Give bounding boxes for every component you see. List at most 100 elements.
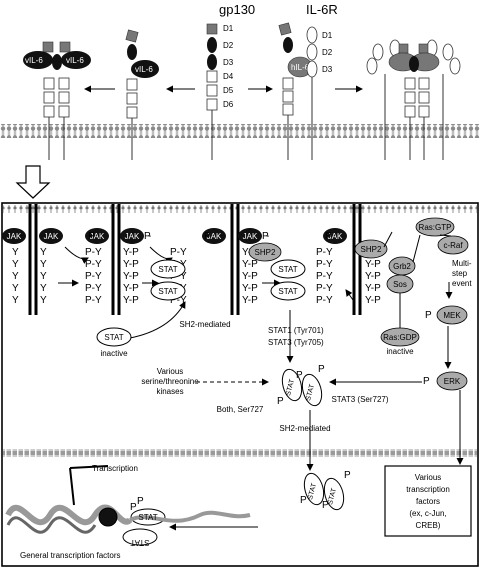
tyrosine-Y-P: Y-P — [242, 295, 258, 306]
dna-nucleosome — [5, 465, 251, 534]
dimer-phospho-p: P — [277, 396, 284, 407]
vil6-label-1: vIL-6 — [135, 65, 153, 74]
gp130-domain-d6: D6 — [223, 100, 234, 109]
jak-oval — [39, 228, 63, 244]
panel-arrows — [58, 246, 464, 531]
stat-label: STAT — [138, 513, 157, 522]
tyrosine-P-Y: P-Y — [85, 259, 102, 270]
tyrosine-Y: Y — [40, 247, 47, 258]
grb2-label: Grb2 — [393, 262, 411, 271]
sh2-mediated-label-2: SH2-mediated — [279, 424, 330, 433]
stat-label: STAT — [278, 287, 297, 296]
tyrosine-Y-P: Y-P — [365, 283, 381, 294]
multistep-label: event — [452, 279, 472, 288]
tyrosine-P-Y: P-Y — [85, 295, 102, 306]
tyrosine-P-Y: P-Y — [170, 247, 187, 258]
gp130-domain-d4: D4 — [223, 72, 234, 81]
tyrosine-Y-P: Y-P — [242, 283, 258, 294]
tyrosine-P-Y: P-Y — [316, 271, 333, 282]
multistep-label: Multi- — [452, 259, 472, 268]
stat-label: STAT — [307, 482, 318, 501]
il6-hexamer-complex — [366, 39, 461, 160]
shp2-label: SHP2 — [255, 248, 276, 257]
kinases-label: kinases — [156, 387, 183, 396]
jak-p-dash: - — [329, 231, 332, 242]
ras-inactive-label: inactive — [386, 347, 414, 356]
tyrosine-Y-P: Y-P — [242, 271, 258, 282]
tyrosine-Y-P: Y-P — [123, 271, 139, 282]
dimer-phospho-p: P — [322, 500, 329, 511]
stat-label: STAT — [158, 287, 177, 296]
jak-label: JAK — [207, 232, 222, 241]
mek-label: MEK — [443, 311, 461, 320]
tf-box-label: CREB) — [416, 521, 441, 530]
gp130-domain-d1: D1 — [223, 24, 234, 33]
tyrosine-P-Y: P-Y — [316, 259, 333, 270]
gp130-domain-d2: D2 — [223, 41, 234, 50]
il6r-domain-d1: D1 — [322, 31, 333, 40]
inner-membrane — [3, 205, 477, 213]
stat3-ser727-label: STAT3 (Ser727) — [331, 395, 388, 404]
jak-label: JAK — [7, 232, 22, 241]
mek-phospho-p: P — [425, 310, 432, 321]
erk-phospho-p: P — [423, 376, 430, 387]
receptor-chains — [28, 204, 362, 315]
jak-p-dash: - — [266, 231, 269, 242]
stat-label: STAT — [305, 383, 316, 402]
tyrosine-Y-P: Y-P — [123, 295, 139, 306]
jak-oval — [238, 228, 262, 244]
tyrosine-P-Y: P-Y — [316, 295, 333, 306]
il6r-domain-d3: D3 — [322, 65, 333, 74]
hil6-label: hIL-6 — [291, 63, 310, 72]
jak-label: JAK — [243, 232, 258, 241]
stat-label: STAT — [158, 265, 177, 274]
stat-label: STAT — [130, 538, 149, 547]
jak-label: JAK — [328, 232, 343, 241]
tyrosine-Y: Y — [40, 271, 47, 282]
jak-p-dash: - — [92, 231, 95, 242]
tyrosine-Y-P: Y-P — [123, 247, 139, 258]
transcription-factors-box — [384, 465, 472, 537]
both-ser727-label: Both, Ser727 — [217, 405, 264, 414]
tyrosine-Y-P: Y-P — [123, 259, 139, 270]
jak-p-dash: - — [208, 231, 211, 242]
jak-label: JAK — [44, 232, 59, 241]
shp2-label-2: SHP2 — [361, 245, 382, 254]
tyrosine-Y-P: Y-P — [365, 259, 381, 270]
ras-gtp-label: Ras:GTP — [419, 223, 452, 232]
vil6-gp130-dimer: vIL-6 vIL-6 — [23, 41, 91, 160]
tyrosine-Y: Y — [12, 295, 19, 306]
jak-oval — [120, 228, 144, 244]
tyrosine-P-Y: P-Y — [316, 283, 333, 294]
diagram-labels: STATinactiveSTATSTATSTATSTATSH2-mediated… — [20, 223, 472, 560]
nuclear-membrane — [3, 449, 477, 457]
gp130-receptor-center — [206, 23, 218, 160]
jak-oval — [85, 228, 109, 244]
multistep-label: step — [452, 269, 468, 278]
vil6-label-3: vIL-6 — [66, 56, 84, 65]
general-tf-label: General transcription factors — [20, 551, 121, 560]
tyrosine-Y: Y — [40, 295, 47, 306]
sos-label: Sos — [393, 280, 407, 289]
craf-label: c-Raf — [443, 241, 463, 250]
dimer-phospho-p: P — [130, 502, 137, 513]
tf-box-label: transcription — [406, 485, 450, 494]
dimer-phospho-p: P — [344, 470, 351, 481]
jak-oval — [2, 228, 26, 244]
tyrosine-P-Y: P-Y — [85, 271, 102, 282]
tf-box-label: (ex, c-Jun, — [409, 509, 446, 518]
tyrosine-Y-P: Y-P — [365, 271, 381, 282]
tyrosine-Y: Y — [12, 283, 19, 294]
jak-oval — [202, 228, 226, 244]
tyrosine-P-Y: P-Y — [85, 247, 102, 258]
transcription-label: Transcription — [92, 464, 138, 473]
jak-phospho-p: P — [144, 231, 151, 242]
vil6-label-2: vIL-6 — [25, 56, 43, 65]
tyrosine-Y-P: Y-P — [365, 295, 381, 306]
tyrosine-Y: Y — [40, 283, 47, 294]
dimer-phospho-p: P — [137, 496, 144, 507]
tyrosine-Y: Y — [12, 271, 19, 282]
